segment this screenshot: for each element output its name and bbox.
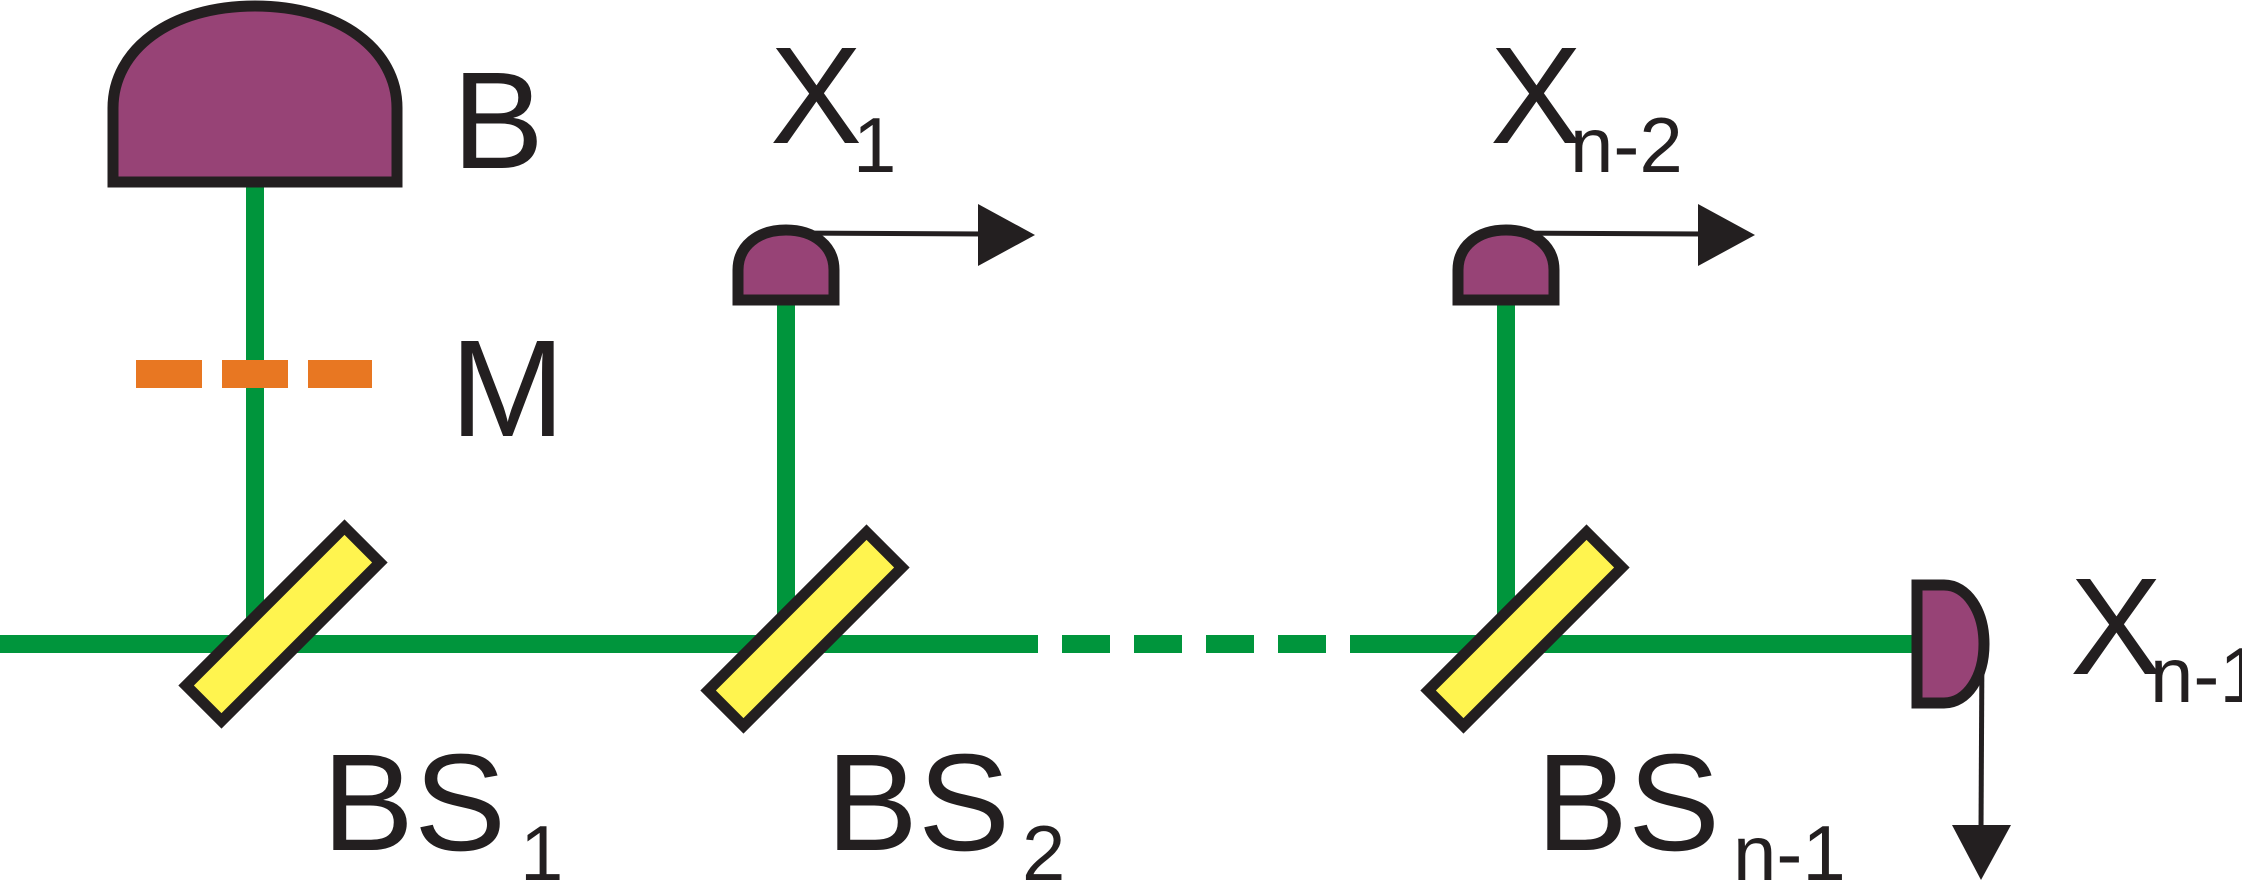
detector-x1: [732, 224, 840, 306]
label-xn1-subscript: n-1: [2150, 631, 2242, 719]
arrow-xn2-line: [1505, 230, 1706, 237]
detector-xn2: [1452, 224, 1560, 306]
beam-splitter-2: [700, 524, 910, 734]
arrow-x1-head: [978, 204, 1035, 266]
label-xn2: X: [1490, 19, 1582, 173]
detector-xn1: [1911, 579, 1990, 709]
arrow-xn1-line: [1978, 643, 1985, 831]
label-x1-subscript: 1: [853, 101, 896, 189]
detector-b: [107, 0, 403, 188]
beam-splitter-n-1: [1420, 524, 1630, 734]
label-xn1: X: [2070, 550, 2162, 704]
arrow-xn1-head: [1952, 825, 2011, 880]
label-m: M: [450, 312, 565, 466]
label-b: B: [452, 44, 544, 198]
arrow-x1-line: [785, 230, 986, 237]
label-bs1: BS: [322, 726, 506, 880]
label-bs1-subscript: 1: [520, 809, 563, 882]
beam-splitter-1: [178, 519, 388, 729]
label-bsn1: BS: [1536, 726, 1720, 880]
label-xn2-subscript: n-2: [1570, 101, 1683, 189]
label-bs2: BS: [826, 726, 1010, 880]
arrow-xn2-head: [1698, 204, 1755, 266]
label-bsn1-subscript: n-1: [1733, 809, 1846, 882]
label-x1: X: [770, 19, 862, 173]
label-bs2-subscript: 2: [1022, 809, 1065, 882]
